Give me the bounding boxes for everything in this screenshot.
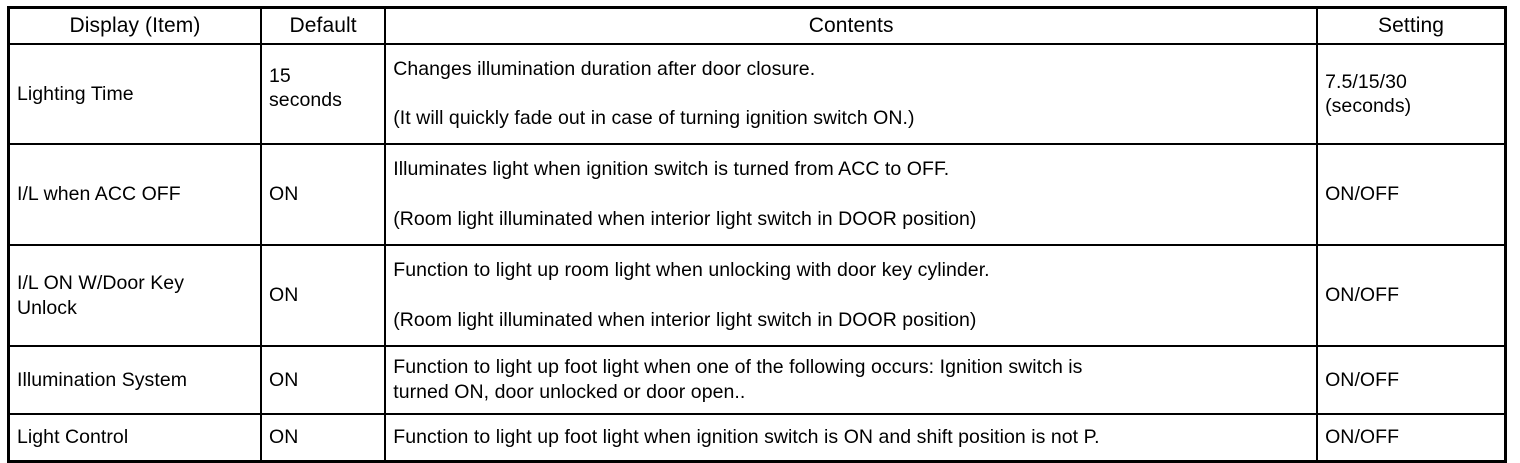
column-header-contents: Contents — [384, 6, 1319, 45]
cell-default-illumination-system: ON — [259, 345, 387, 415]
header-row: Display (Item) Default Contents Setting — [7, 6, 1507, 45]
display-item-label: I/L when ACC OFF — [17, 183, 181, 206]
setting-value: ON/OFF — [1325, 426, 1400, 449]
table-row: Lighting Time 15 seconds Changes illumin… — [7, 43, 1507, 145]
display-item-stack: I/L ON W/Door Key Unlock — [10, 271, 260, 319]
cell-display-il-when-acc-off: I/L when ACC OFF — [7, 143, 262, 246]
contents-paragraph-2: (Room light illuminated when interior li… — [393, 207, 977, 230]
contents-paragraph-stack: Changes illumination duration after door… — [386, 58, 1316, 131]
column-header-default-label: Default — [289, 14, 357, 38]
default-value-line2: seconds — [269, 89, 342, 111]
display-item-label: Illumination System — [17, 368, 188, 391]
table-row: I/L when ACC OFF ON Illuminates light wh… — [7, 143, 1507, 246]
column-header-display: Display (Item) — [7, 6, 262, 45]
contents-paragraph-1: Changes illumination duration after door… — [393, 57, 816, 80]
display-item-label: Light Control — [17, 426, 129, 449]
setting-value-line1: 7.5/15/30 — [1325, 70, 1407, 93]
cell-contents-light-control: Function to light up foot light when ign… — [384, 413, 1319, 463]
column-header-setting-label: Setting — [1378, 14, 1445, 38]
contents-paragraph-1: Function to light up room light when unl… — [393, 259, 990, 282]
column-header-display-label: Display (Item) — [69, 14, 201, 38]
cell-default-il-on-door-key-unlock: ON — [259, 244, 387, 347]
contents-line-1: Function to light up foot light when one… — [393, 356, 1083, 379]
cell-default-lighting-time: 15 seconds — [259, 43, 387, 145]
contents-paragraph-2: (It will quickly fade out in case of tur… — [393, 107, 915, 129]
cell-display-il-on-door-key-unlock: I/L ON W/Door Key Unlock — [7, 244, 262, 347]
default-value: ON — [269, 284, 299, 307]
contents-line-2: turned ON, door unlocked or door open.. — [393, 381, 746, 403]
display-item-line2: Unlock — [17, 296, 77, 319]
column-header-contents-label: Contents — [808, 14, 894, 38]
cell-setting-lighting-time: 7.5/15/30 (seconds) — [1316, 43, 1507, 145]
default-value: ON — [269, 368, 299, 391]
contents-text: Function to light up foot light when ign… — [393, 426, 1100, 449]
cell-display-lighting-time: Lighting Time — [7, 43, 262, 145]
cell-setting-light-control: ON/OFF — [1316, 413, 1507, 463]
table-header: Display (Item) Default Contents Setting — [7, 6, 1507, 45]
cell-contents-illumination-system: Function to light up foot light when one… — [384, 345, 1319, 415]
setting-value-stack: 7.5/15/30 (seconds) — [1318, 70, 1504, 118]
contents-paragraph-stack: Illuminates light when ignition switch i… — [386, 158, 1316, 231]
contents-paragraph-2: (Room light illuminated when interior li… — [393, 308, 977, 331]
cell-setting-il-when-acc-off: ON/OFF — [1316, 143, 1507, 246]
setting-value: ON/OFF — [1325, 183, 1400, 206]
table-row: Light Control ON Function to light up fo… — [7, 413, 1507, 463]
table-row: I/L ON W/Door Key Unlock ON Function to … — [7, 244, 1507, 347]
display-item-line1: I/L ON W/Door Key — [17, 272, 184, 295]
cell-contents-lighting-time: Changes illumination duration after door… — [384, 43, 1319, 145]
default-value-line1: 15 — [269, 64, 291, 87]
table-body: Lighting Time 15 seconds Changes illumin… — [7, 43, 1507, 463]
contents-paragraph-stack: Function to light up room light when unl… — [386, 259, 1316, 332]
cell-setting-il-on-door-key-unlock: ON/OFF — [1316, 244, 1507, 347]
contents-paragraph-1: Illuminates light when ignition switch i… — [393, 158, 950, 181]
setting-value: ON/OFF — [1325, 368, 1400, 391]
column-header-setting: Setting — [1316, 6, 1507, 45]
cell-contents-il-on-door-key-unlock: Function to light up room light when unl… — [384, 244, 1319, 347]
cell-display-light-control: Light Control — [7, 413, 262, 463]
default-value: ON — [269, 183, 299, 206]
settings-specification-table: Display (Item) Default Contents Setting … — [7, 6, 1507, 463]
cell-setting-illumination-system: ON/OFF — [1316, 345, 1507, 415]
setting-value: ON/OFF — [1325, 284, 1400, 307]
display-item-label: Lighting Time — [17, 82, 134, 105]
column-header-default: Default — [259, 6, 387, 45]
default-value: ON — [269, 426, 299, 449]
cell-default-il-when-acc-off: ON — [259, 143, 387, 246]
default-value-stack: 15 seconds — [262, 64, 384, 112]
setting-value-line2: (seconds) — [1325, 95, 1412, 117]
cell-contents-il-when-acc-off: Illuminates light when ignition switch i… — [384, 143, 1319, 246]
contents-wrapped-text: Function to light up foot light when one… — [386, 355, 1316, 405]
cell-default-light-control: ON — [259, 413, 387, 463]
cell-display-illumination-system: Illumination System — [7, 345, 262, 415]
table-row: Illumination System ON Function to light… — [7, 345, 1507, 415]
